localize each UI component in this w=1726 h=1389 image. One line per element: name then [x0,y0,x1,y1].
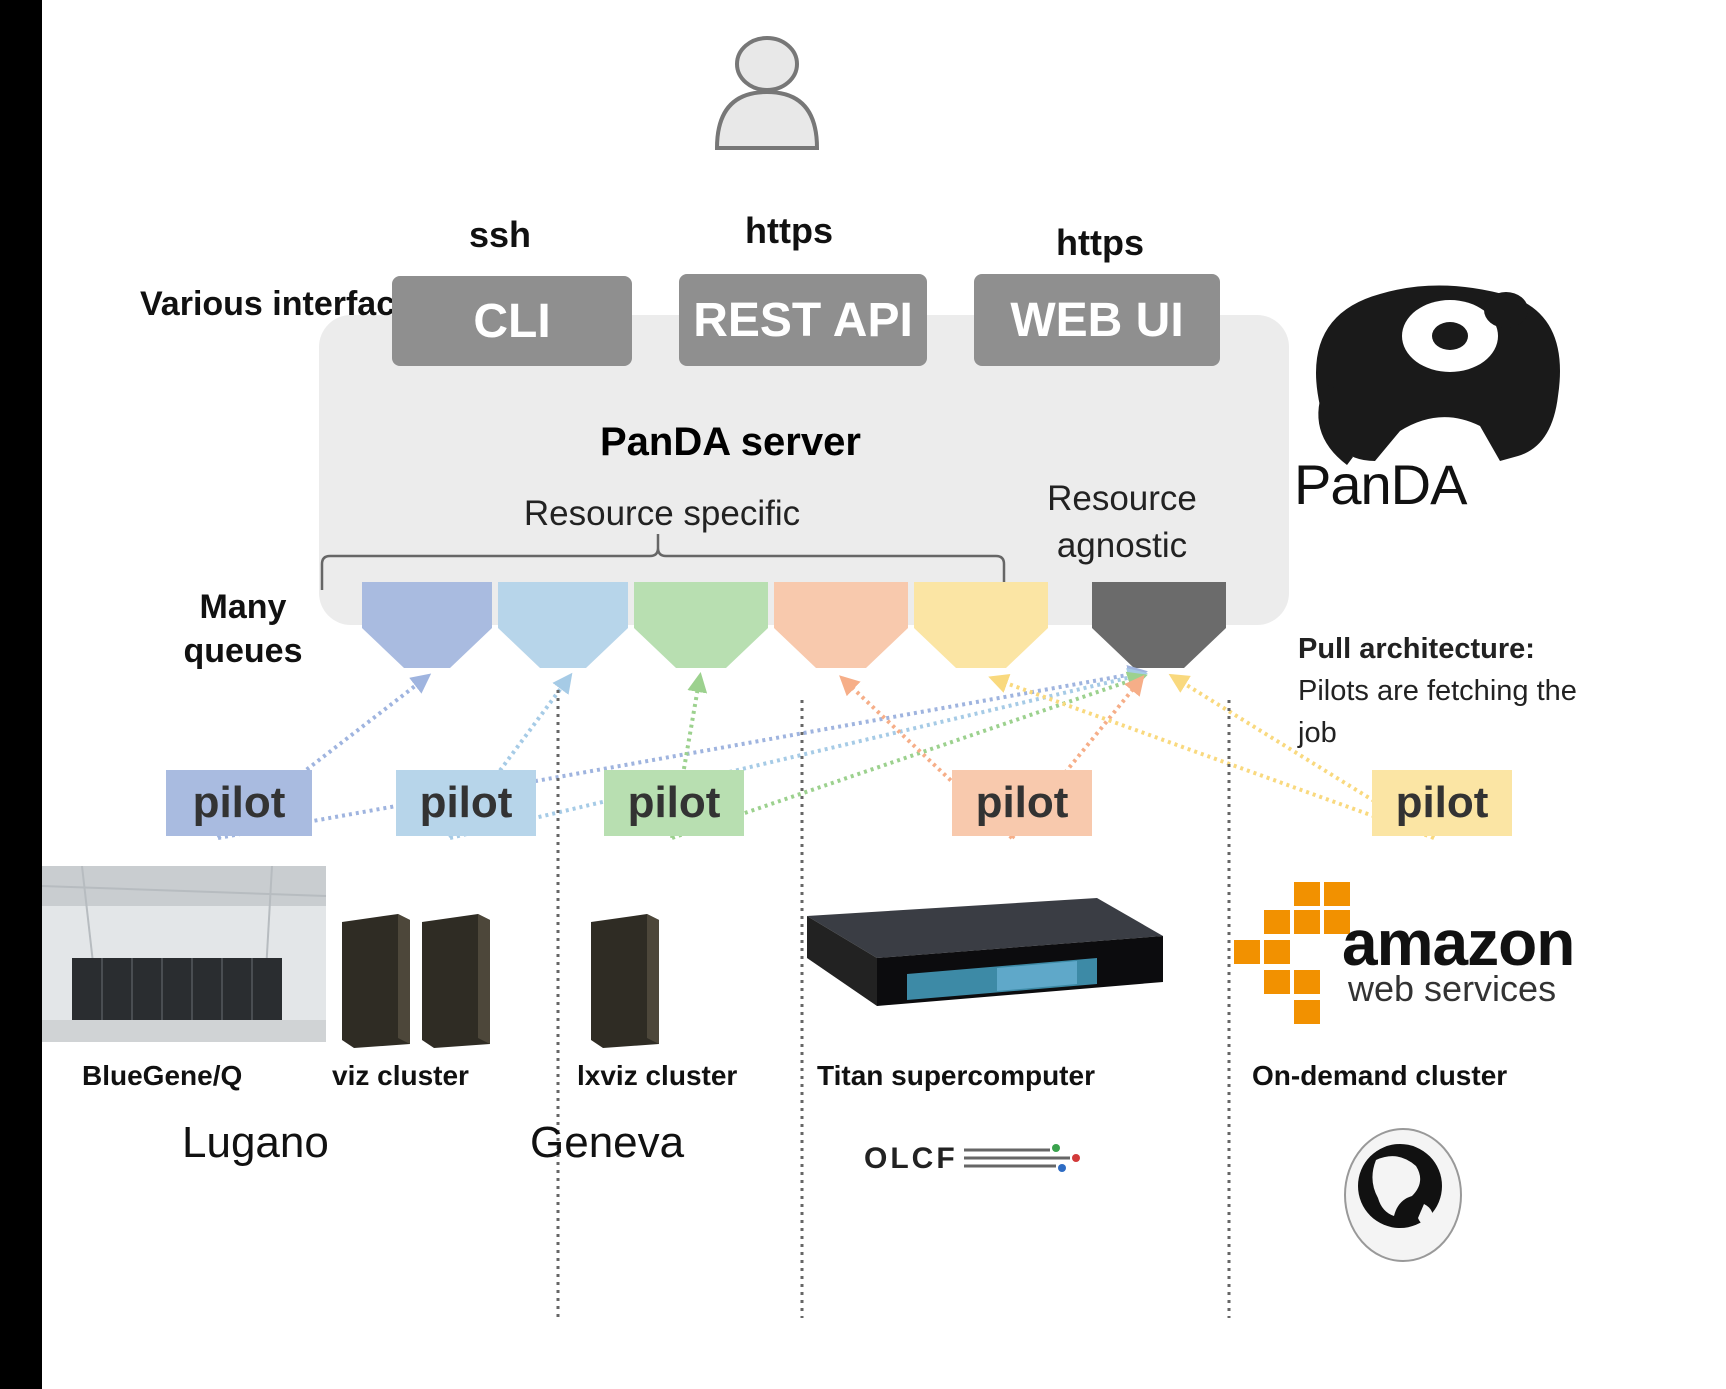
pilot-2: pilot [396,770,536,836]
diagram-content: Various interfaces ssh https https CLI R… [42,0,1726,1389]
pilot-3-label: pilot [627,778,721,827]
pilot-4: pilot [952,770,1092,836]
pull-title: Pull architecture: [1298,633,1535,665]
cli-box: CLI [392,276,632,366]
web-ui-box: WEB UI [974,274,1220,366]
panda-server-box [319,315,1289,625]
viz-cluster-image [342,914,490,1048]
web-protocol: https [1056,222,1144,263]
aws-cubes-icon [1234,882,1350,1024]
pilot-5-label: pilot [1395,778,1489,827]
lxviz-cluster-image [591,914,659,1048]
queue-3 [634,582,768,668]
titan-image [807,898,1163,1006]
site-viz-cluster: viz cluster [332,1060,469,1091]
pull-description: Pilots are fetching the job [1298,675,1577,750]
pilot-3: pilot [604,770,744,836]
queue-4 [774,582,908,668]
pull-architecture-text: Pull architecture: Pilots are fetching t… [1298,628,1578,754]
server-title: PanDA server [600,420,861,464]
interfaces-label: Various interfaces [140,285,433,323]
panda-logo [1316,285,1560,465]
rest-api-box: REST API [679,274,927,366]
arrow-pilot5-q5 [988,674,1435,840]
site-on-demand: On-demand cluster [1252,1060,1508,1091]
olcf-lines-icon [964,1144,1080,1172]
queue-agnostic [1092,582,1226,668]
amazon-logo-text: amazon [1342,907,1575,979]
pilot-1: pilot [166,770,312,836]
resource-specific-label: Resource specific [523,494,801,533]
pilot-2-label: pilot [419,778,513,827]
globe-icon [1344,1128,1462,1262]
site-titan: Titan supercomputer [817,1060,1095,1091]
queue-1 [362,582,492,668]
queue-5 [914,582,1048,668]
pilot-5: pilot [1372,770,1512,836]
queue-2 [498,582,628,668]
user-icon [714,36,820,150]
site-lxviz-cluster: lxviz cluster [577,1060,738,1091]
arrow-pilot2-q2 [448,672,573,840]
resource-specific-brace [320,534,1006,590]
pilot-1-label: pilot [192,778,286,827]
olcf-logo-text: OLCF [864,1142,958,1175]
panda-logo-text: PanDA [1294,453,1467,516]
pilot-4-label: pilot [975,778,1069,827]
city-geneva: Geneva [530,1118,685,1167]
resource-agnostic-label: Resource agnostic [1047,479,1197,566]
site-bluegene: BlueGene/Q [82,1060,243,1091]
aws-logo-text: web services [1348,968,1557,1009]
queue-row [362,582,1226,668]
queues-label: Many queues [183,588,303,671]
city-lugano: Lugano [182,1118,329,1167]
rest-protocol: https [745,210,833,251]
cli-protocol: ssh [468,214,532,255]
bluegene-image [42,866,326,1042]
arrow-pilot1-agnostic [217,664,1148,840]
